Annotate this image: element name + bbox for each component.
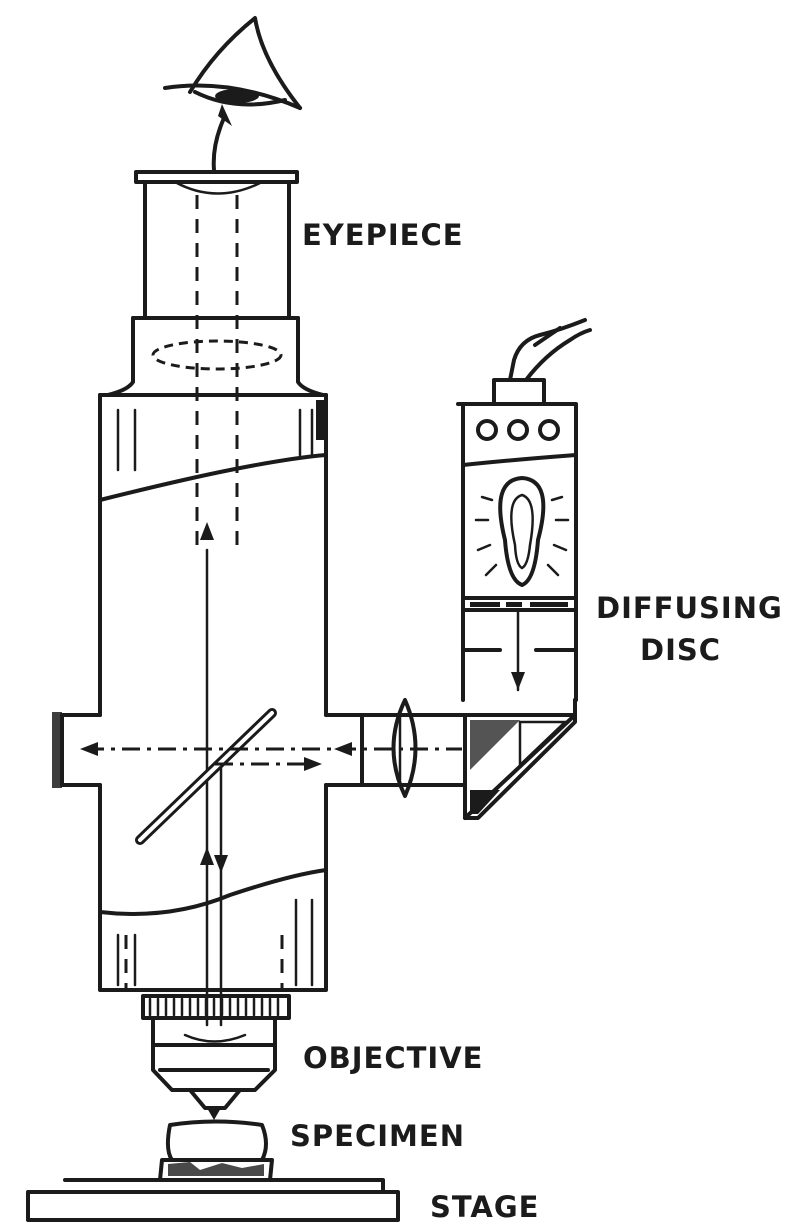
beam-splitter — [135, 708, 277, 845]
lamp-bulb-icon — [474, 476, 570, 587]
illumination-path — [80, 742, 462, 771]
condenser-lens — [391, 698, 418, 798]
eye-icon — [163, 16, 302, 172]
eyepiece-label: EYEPIECE — [302, 218, 464, 252]
diffusing-label-line2: DISC — [640, 633, 721, 667]
optical-path — [124, 195, 284, 1027]
body-tube — [52, 393, 467, 992]
diffusing-label-line1: DIFFUSING — [596, 591, 783, 625]
eyepiece-tube — [106, 170, 325, 397]
objective-lens — [141, 994, 291, 1120]
specimen — [158, 1119, 274, 1182]
stage-label: STAGE — [430, 1190, 539, 1224]
lamp-housing — [456, 318, 592, 702]
prism — [463, 698, 577, 820]
diffusing-disc — [461, 596, 578, 612]
objective-label: OBJECTIVE — [303, 1041, 483, 1075]
stage — [26, 1178, 400, 1222]
specimen-label: SPECIMEN — [290, 1119, 465, 1153]
